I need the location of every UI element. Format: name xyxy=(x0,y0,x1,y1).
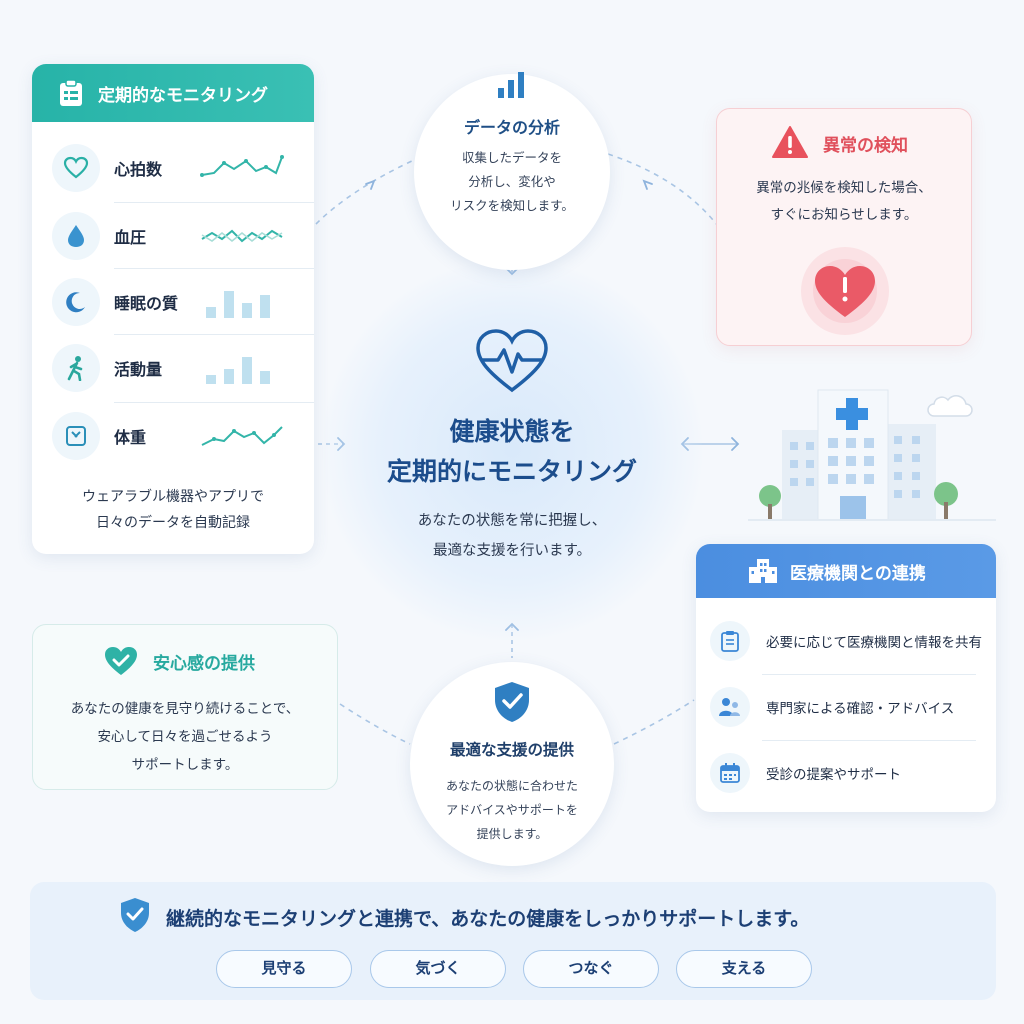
footer-line: ウェアラブル機器やアプリで xyxy=(82,489,264,505)
support-title: 最適な支援の提供 xyxy=(449,741,574,759)
walking-person-icon xyxy=(52,344,100,392)
water-drop-icon xyxy=(52,212,100,260)
pill-connect: つなぐ xyxy=(523,950,659,988)
heart-alert-icon xyxy=(801,247,889,335)
shield-check-icon xyxy=(495,682,529,722)
clipboard-chart-icon xyxy=(60,79,82,106)
desc-line: アドバイスやサポートを xyxy=(446,803,578,817)
reassurance-title: 安心感の提供 xyxy=(153,654,255,674)
sparkline-bars xyxy=(206,291,270,318)
anomaly-card: 異常の検知 異常の兆候を検知した場合、 すぐにお知らせします。 xyxy=(716,108,972,346)
desc-line: あなたの健康を見守り続けることで、 xyxy=(70,701,300,717)
scale-icon xyxy=(52,412,100,460)
analysis-node: データの分析 収集したデータを 分析し、変化や リスクを検知します。 xyxy=(414,72,610,270)
center-description: あなたの状態を常に把握し、 最適な支援を行います。 xyxy=(362,506,662,566)
warning-triangle-icon xyxy=(772,126,808,158)
center-title-line: 健康状態を xyxy=(449,417,575,446)
pill-support: 支える xyxy=(676,950,812,988)
monitoring-title: 定期的なモニタリング xyxy=(98,85,268,106)
monitoring-card: 定期的なモニタリング 心拍数 血圧 睡眠の質 活動量 体 xyxy=(32,64,314,554)
support-description: あなたの状態に合わせた アドバイスやサポートを 提供します。 xyxy=(410,774,614,846)
banner-message: 継続的なモニタリングと連携で、あなたの健康をしっかりサポートします。 xyxy=(166,908,810,930)
sparkline-line xyxy=(200,155,284,177)
monitor-item-heart-rate: 心拍数 xyxy=(52,140,312,196)
sparkline-line xyxy=(201,426,283,446)
reassurance-card: 安心感の提供 あなたの健康を見守り続けることで、 安心して日々を過ごせるよう サ… xyxy=(32,624,338,790)
desc-line: 分析し、変化や xyxy=(468,174,556,189)
monitor-item-activity: 活動量 xyxy=(52,340,312,396)
bar-chart-icon xyxy=(498,72,524,98)
divider xyxy=(114,334,314,335)
desc-line: リスクを検知します。 xyxy=(450,198,574,213)
heart-outline-icon xyxy=(52,144,100,192)
heartbeat-icon xyxy=(476,329,548,393)
medical-item-label: 受診の提案やサポート xyxy=(766,767,901,783)
desc-line: 最適な支援を行います。 xyxy=(432,543,592,559)
clipboard-icon xyxy=(710,621,750,661)
center-title-line: 定期的にモニタリング xyxy=(386,457,637,486)
monitor-label: 心拍数 xyxy=(114,160,163,179)
medical-title: 医療機関との連携 xyxy=(790,563,926,584)
footer-line: 日々のデータを自動記録 xyxy=(96,515,250,531)
desc-line: 異常の兆候を検知した場合、 xyxy=(756,180,932,196)
pill-notice: 気づく xyxy=(370,950,506,988)
reassurance-description: あなたの健康を見守り続けることで、 安心して日々を過ごせるよう サポートします。 xyxy=(33,695,337,779)
desc-line: あなたの状態を常に把握し、 xyxy=(417,513,607,529)
analysis-title: データの分析 xyxy=(463,118,560,137)
divider xyxy=(114,202,314,203)
monitor-item-blood-pressure: 血圧 xyxy=(52,208,312,264)
medical-card: 医療機関との連携 必要に応じて医療機関と情報を共有 専門家による確認・アドバイス… xyxy=(696,544,996,812)
calendar-icon xyxy=(710,753,750,793)
pill-watch: 見守る xyxy=(216,950,352,988)
shield-check-icon xyxy=(121,898,149,932)
desc-line: あなたの状態に合わせた xyxy=(445,779,578,793)
center-title: 健康状態を 定期的にモニタリング xyxy=(362,412,662,492)
desc-line: 提供します。 xyxy=(476,827,548,841)
desc-line: すぐにお知らせします。 xyxy=(770,207,918,223)
sparkline-wave xyxy=(201,229,283,243)
summary-banner: 継続的なモニタリングと連携で、あなたの健康をしっかりサポートします。 見守る 気… xyxy=(30,882,996,1000)
anomaly-description: 異常の兆候を検知した場合、 すぐにお知らせします。 xyxy=(717,175,971,229)
desc-line: 収集したデータを xyxy=(461,150,562,165)
medical-item-label: 専門家による確認・アドバイス xyxy=(766,701,955,717)
divider xyxy=(114,402,314,403)
medical-item-visit: 受診の提案やサポート xyxy=(710,746,992,800)
divider xyxy=(762,674,976,675)
doctor-icon xyxy=(710,687,750,727)
center-glow xyxy=(322,260,702,640)
hospital-building-icon xyxy=(748,389,996,521)
monitor-item-weight: 体重 xyxy=(52,408,312,464)
building-icon xyxy=(749,559,777,583)
monitor-label: 血圧 xyxy=(114,228,147,247)
support-node: 最適な支援の提供 あなたの状態に合わせた アドバイスやサポートを 提供します。 xyxy=(410,662,614,866)
monitor-label: 体重 xyxy=(114,428,147,447)
monitoring-footer: ウェアラブル機器やアプリで 日々のデータを自動記録 xyxy=(32,484,314,536)
medical-item-label: 必要に応じて医療機関と情報を共有 xyxy=(766,635,982,651)
medical-item-advice: 専門家による確認・アドバイス xyxy=(710,680,992,734)
divider xyxy=(762,740,976,741)
medical-header: 医療機関との連携 xyxy=(696,544,996,598)
heart-check-icon xyxy=(105,647,137,675)
medical-item-share: 必要に応じて医療機関と情報を共有 xyxy=(710,614,992,668)
monitoring-header: 定期的なモニタリング xyxy=(32,64,314,122)
monitor-item-sleep: 睡眠の質 xyxy=(52,274,312,330)
sparkline-bars xyxy=(206,357,270,384)
monitor-label: 睡眠の質 xyxy=(114,294,179,313)
moon-icon xyxy=(52,278,100,326)
desc-line: サポートします。 xyxy=(131,757,239,773)
desc-line: 安心して日々を過ごせるよう xyxy=(97,729,273,745)
analysis-description: 収集したデータを 分析し、変化や リスクを検知します。 xyxy=(414,146,610,218)
divider xyxy=(114,268,314,269)
monitor-label: 活動量 xyxy=(114,360,163,379)
anomaly-title: 異常の検知 xyxy=(823,136,908,156)
